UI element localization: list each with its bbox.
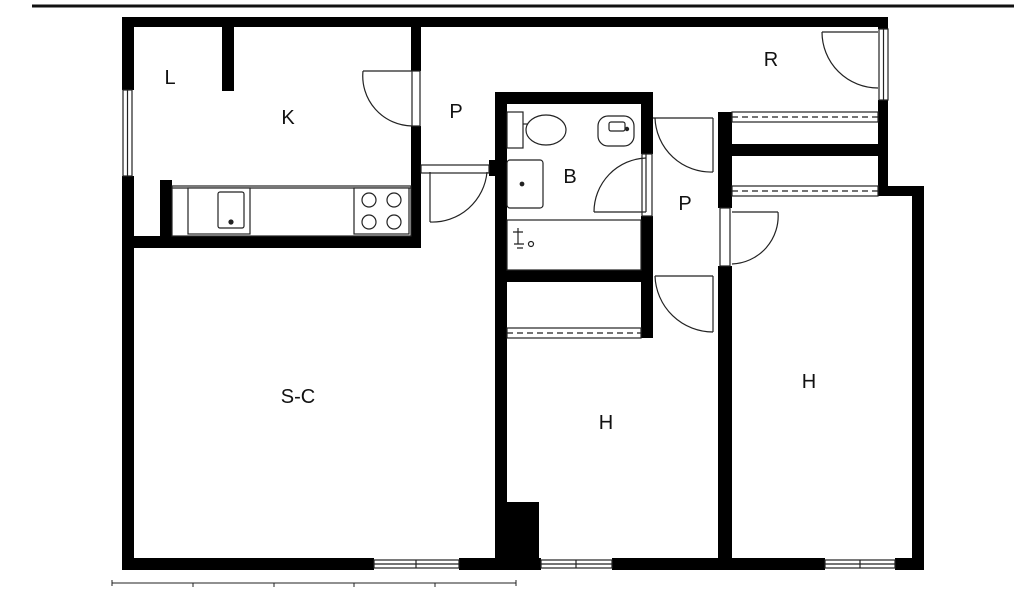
door [821,31,879,89]
washbasin [506,159,544,209]
wall [641,270,653,338]
room-label: H [802,371,816,393]
wall [489,160,501,176]
wardrobes [506,111,879,339]
wall [718,266,732,570]
wall [122,236,421,248]
wall [718,144,888,156]
wall [495,270,653,282]
room-label: K [281,107,295,129]
wall [122,17,134,90]
room-label: L [164,67,175,89]
scale-bar [111,580,517,587]
bidet [597,115,635,147]
wall [495,92,507,570]
room-labels: S-C K L P B P R H H [164,49,816,434]
wall [495,502,539,570]
bathroom-fixtures [506,111,642,271]
windows [122,28,896,569]
burner [361,214,377,230]
door [420,164,490,223]
wall [411,27,421,71]
wall [122,176,134,570]
door [593,153,653,217]
room-label: S-C [281,386,315,408]
wall [122,17,888,27]
wall [411,126,421,248]
wall [160,180,172,238]
wall [641,92,653,154]
walls [122,17,924,570]
wall [912,186,924,570]
door [654,275,714,333]
kitchen-counter [171,185,412,237]
wall [718,112,732,208]
stove [353,187,410,235]
wall [641,216,653,282]
room-label: P [678,193,691,215]
door [653,117,714,173]
door [719,207,779,267]
wall [878,186,924,196]
room-label: P [449,101,462,123]
burner [386,192,402,208]
room-label: H [599,412,613,434]
doors [362,31,879,333]
wall [495,92,653,104]
wall [122,558,374,570]
burner [361,192,377,208]
toilet [506,111,567,149]
room-label: R [764,49,778,71]
room-label: B [563,166,576,188]
bathtub [506,219,642,271]
door [362,70,421,127]
wall [222,27,234,91]
wall [878,17,888,29]
burner [386,214,402,230]
